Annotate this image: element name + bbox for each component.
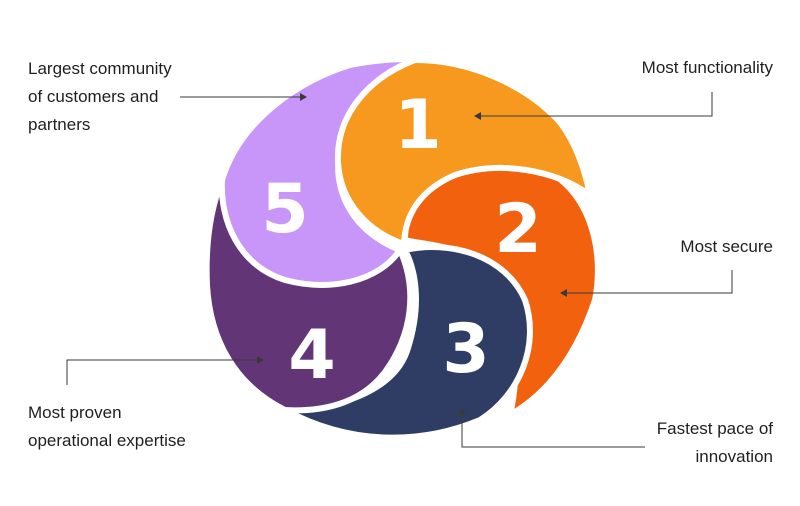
segment-3 — [282, 244, 533, 441]
segment-1-number: 1 — [394, 86, 441, 165]
arrowhead-1 — [474, 112, 481, 120]
label-5-line-2: of customers and — [28, 87, 159, 106]
arrowhead-5 — [300, 93, 307, 101]
label-2-line-1: Most secure — [680, 237, 773, 256]
label-1-line-1: Most functionality — [641, 58, 773, 77]
label-segment-5: Largest community of customers and partn… — [28, 55, 198, 139]
label-3-line-1: Fastest pace of — [656, 419, 773, 438]
connector-3 — [461, 412, 645, 448]
label-4-line-2: operational expertise — [28, 431, 186, 450]
label-5-line-1: Largest community — [28, 59, 172, 78]
segment-1 — [334, 57, 593, 247]
label-5-line-3: partners — [28, 115, 91, 134]
arrowhead-3 — [458, 408, 466, 415]
segment-5-number: 5 — [261, 170, 308, 249]
connector-1 — [476, 92, 713, 117]
label-segment-3: Fastest pace of innovation — [560, 415, 773, 471]
connector-4 — [66, 359, 262, 385]
segment-3-number: 3 — [442, 310, 489, 389]
label-segment-4: Most proven operational expertise — [28, 399, 258, 455]
label-3-line-2: innovation — [695, 447, 773, 466]
segment-4-number: 4 — [288, 316, 335, 395]
label-segment-2: Most secure — [580, 233, 773, 261]
arrowhead-2 — [560, 289, 567, 297]
arrowhead-4 — [257, 356, 264, 364]
segment-2-number: 2 — [494, 190, 541, 269]
label-4-line-1: Most proven — [28, 403, 122, 422]
connector-2 — [562, 270, 733, 294]
label-segment-1: Most functionality — [560, 54, 773, 82]
